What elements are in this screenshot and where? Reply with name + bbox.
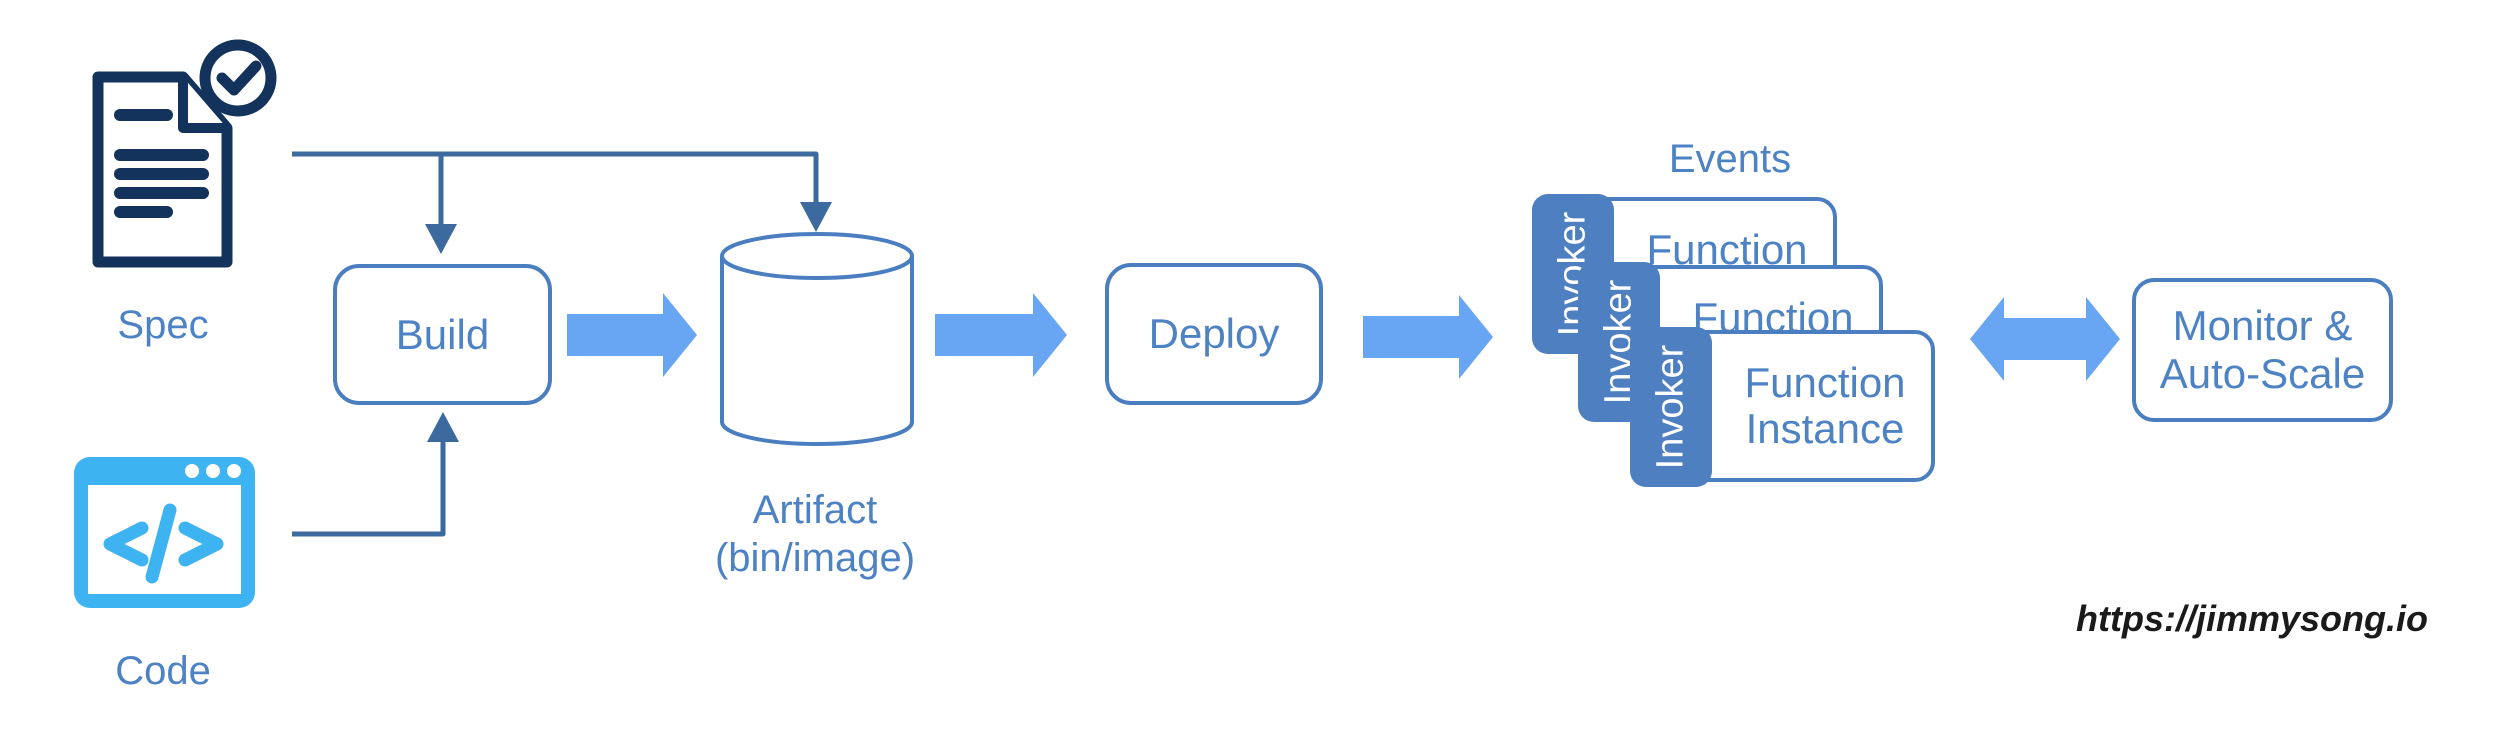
- watermark-url: https://jimmysong.io: [2075, 598, 2428, 639]
- monitor-autoscale-node: Monitor & Auto-Scale: [2132, 278, 2393, 422]
- database-cylinder-icon: [720, 232, 914, 446]
- arrowhead-into-build-bottom-icon: [427, 412, 459, 442]
- connector-spec-to-artifact: [292, 151, 832, 232]
- artifact-node: [717, 228, 917, 450]
- bidirectional-arrow-functions-monitor-icon: [1970, 297, 2120, 381]
- spec-document-icon: [92, 39, 277, 268]
- build-label: Build: [395, 310, 490, 358]
- window-dot-icon: [227, 464, 241, 478]
- invoker-tab-label: Invoker: [1649, 344, 1692, 470]
- code-slash-icon: [145, 503, 177, 584]
- arrowhead-into-artifact-icon: [800, 202, 832, 232]
- events-label: Events: [1668, 137, 1792, 181]
- function-instance-card: Invoker Function Instance: [1630, 327, 1935, 487]
- function-card-label: Function Instance: [1715, 330, 1935, 482]
- code-label: Code: [115, 649, 211, 693]
- window-dot-icon: [185, 464, 199, 478]
- arrowhead-into-build-top-icon: [425, 224, 457, 254]
- spec-label: Spec: [117, 303, 209, 347]
- monitor-label-line2: Auto-Scale: [2159, 350, 2366, 397]
- document-fold: [178, 77, 227, 133]
- window-dot-icon: [206, 464, 220, 478]
- connector-code-to-build: [292, 412, 459, 537]
- build-node: Build: [333, 264, 552, 405]
- function-card-label-line1: Function: [1646, 226, 1808, 273]
- artifact-label-line2: (bin/image): [714, 536, 916, 580]
- code-connector-line: [292, 440, 446, 537]
- check-mark-icon: [216, 60, 262, 96]
- deploy-node: Deploy: [1105, 263, 1323, 405]
- spec-connector-line: [292, 151, 819, 204]
- invoker-tab: Invoker: [1630, 327, 1712, 487]
- function-card-label-line1: Function: [1744, 359, 1906, 406]
- code-chevron-left-icon: [103, 521, 149, 567]
- connector-spec-to-build: [425, 154, 457, 254]
- artifact-label: Artifact (bin/image): [665, 486, 965, 582]
- flow-arrow-artifact-to-deploy-icon: [935, 293, 1067, 377]
- function-card-label-line2: Instance: [1745, 405, 1905, 452]
- artifact-label-line1: Artifact: [752, 488, 878, 532]
- cylinder-body: [720, 256, 914, 446]
- flow-arrow-deploy-to-functions-icon: [1363, 295, 1493, 379]
- monitor-label-line1: Monitor &: [2172, 302, 2353, 349]
- flow-arrow-build-to-artifact-icon: [567, 293, 697, 377]
- code-chevron-right-icon: [178, 521, 224, 567]
- deploy-label: Deploy: [1148, 310, 1280, 357]
- code-window-icon: [74, 457, 255, 608]
- cylinder-top: [720, 232, 914, 280]
